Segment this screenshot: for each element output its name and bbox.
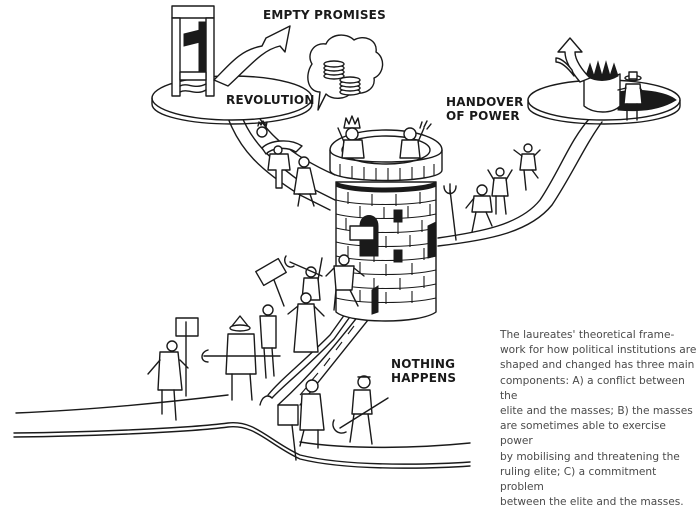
label-revolution: REVOLUTION bbox=[226, 93, 315, 107]
revolution-arrow-icon bbox=[213, 25, 291, 87]
celebrating-people bbox=[465, 143, 541, 233]
person-in-coat bbox=[293, 156, 317, 207]
road-to-handover bbox=[437, 117, 603, 247]
label-handover-of-power: HANDOVER OF POWER bbox=[446, 95, 524, 123]
caption-line: by mobilising and threatening the bbox=[500, 450, 680, 463]
door-sign bbox=[349, 225, 375, 241]
caption-line: ruling elite; C) a commitment problem bbox=[500, 465, 657, 494]
king-figure-right bbox=[399, 120, 432, 159]
caption-line: are sometimes able to exercise power bbox=[500, 420, 666, 448]
pitchfork-icon bbox=[443, 183, 457, 241]
label-nothing-happens: NOTHING HAPPENS bbox=[391, 357, 456, 385]
label-nothing-line1: NOTHING bbox=[391, 357, 456, 371]
king-figure-left bbox=[337, 115, 365, 159]
bottom-road bbox=[13, 394, 471, 469]
man-with-hat-figure bbox=[617, 71, 647, 121]
label-empty-promises: EMPTY PROMISES bbox=[263, 8, 386, 22]
coin-stacks-icon bbox=[323, 60, 361, 96]
caption-line: work for how political institutions are bbox=[500, 344, 697, 357]
caption-line: The laureates' theoretical frame- bbox=[500, 329, 675, 341]
guillotine-icon bbox=[171, 5, 215, 97]
illustration bbox=[13, 5, 681, 469]
caption-line: elite and the masses; B) the masses bbox=[500, 405, 693, 418]
label-nothing-line2: HAPPENS bbox=[391, 371, 457, 385]
label-handover-line2: OF POWER bbox=[446, 109, 520, 123]
caption-line: between the elite and the masses. bbox=[500, 496, 684, 509]
walking-people bbox=[277, 375, 389, 461]
forked-arrow-icon bbox=[555, 37, 591, 83]
caption-line: components: A) a conflict between the bbox=[500, 374, 685, 402]
thought-bubble bbox=[307, 34, 384, 111]
person-carrying-king bbox=[256, 120, 303, 189]
crown-icon bbox=[583, 60, 621, 113]
protesters-crowd bbox=[147, 254, 365, 421]
caption-line: shaped and changed has three main bbox=[500, 359, 695, 372]
caption-text: The laureates' theoretical frame- work f… bbox=[500, 328, 700, 510]
label-handover-line1: HANDOVER bbox=[446, 95, 524, 109]
